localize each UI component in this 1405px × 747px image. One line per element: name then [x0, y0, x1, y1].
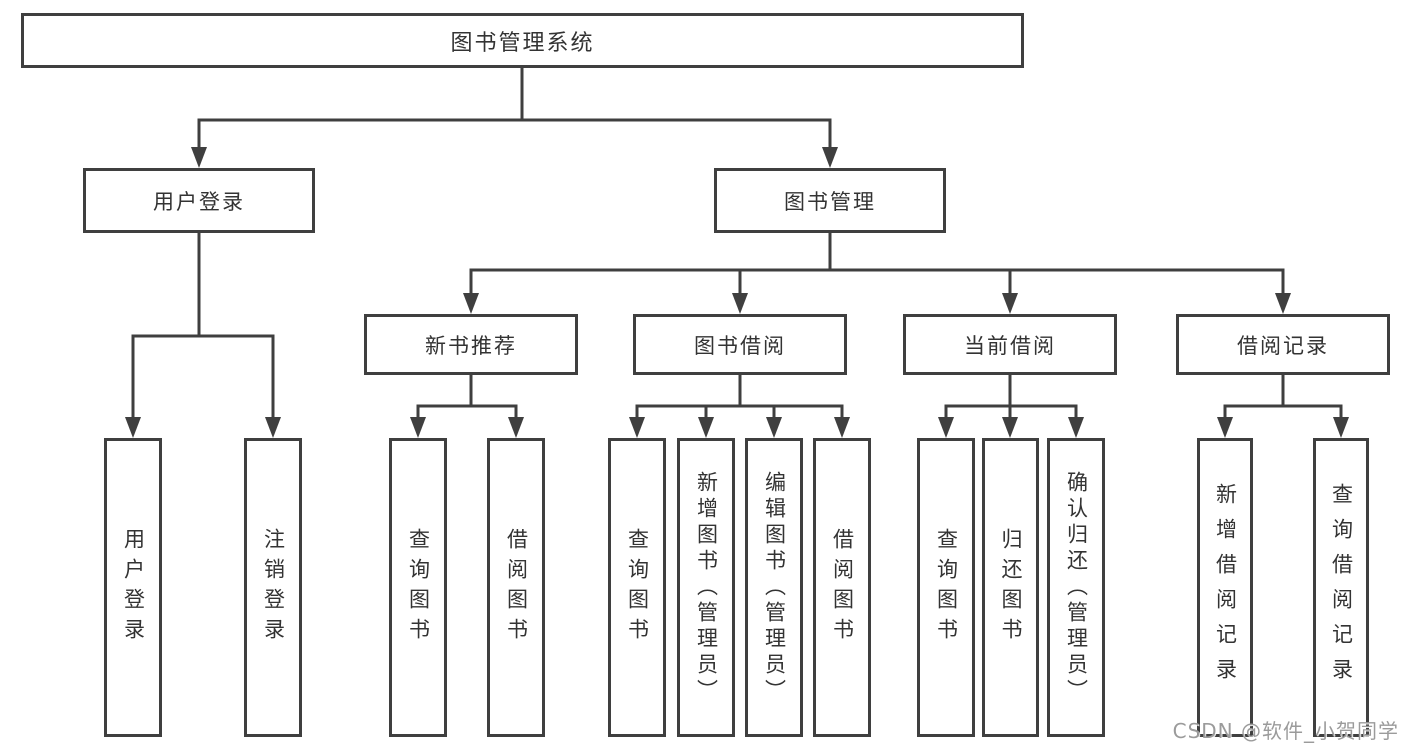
node-current-borrow: 当前借阅: [903, 314, 1117, 375]
node-new-book-recommend-label: 新书推荐: [425, 333, 517, 358]
leaf-borrow-book-recommend: 借阅图书: [487, 438, 545, 737]
leaf-label: 归还图书: [999, 527, 1023, 648]
node-new-book-recommend: 新书推荐: [364, 314, 578, 375]
leaf-add-book-admin: 新增图书（管理员）: [677, 438, 735, 737]
leaf-label: 查询借阅记录: [1329, 482, 1354, 693]
leaf-label: 新增图书（管理员）: [694, 470, 719, 705]
leaf-label: 注销登录: [261, 527, 286, 648]
leaf-query-book-recommend: 查询图书: [389, 438, 447, 737]
node-book-borrow-label: 图书借阅: [694, 333, 786, 358]
connector-level1-split: [197, 118, 832, 151]
connector-user-login-split: [131, 334, 275, 418]
leaf-confirm-return-admin: 确认归还（管理员）: [1047, 438, 1105, 737]
leaf-label: 查询图书: [934, 527, 959, 648]
node-book-management-label: 图书管理: [784, 189, 876, 214]
leaf-query-book-borrow: 查询图书: [608, 438, 666, 737]
leaf-label: 用户登录: [121, 527, 146, 648]
leaf-label: 查询图书: [406, 527, 431, 648]
connector-new-book-split: [416, 375, 518, 419]
leaf-label: 查询图书: [625, 527, 650, 648]
csdn-watermark: CSDN @软件_小贺同学: [1172, 719, 1399, 743]
arrowheads: [125, 147, 1349, 438]
leaf-query-borrow-record: 查询借阅记录: [1313, 438, 1369, 737]
leaf-user-login: 用户登录: [104, 438, 162, 737]
node-current-borrow-label: 当前借阅: [964, 333, 1056, 358]
connector-borrow-record-split: [1223, 375, 1343, 419]
leaf-logout: 注销登录: [244, 438, 302, 737]
node-book-management: 图书管理: [714, 168, 946, 233]
node-root-library-system: 图书管理系统: [21, 13, 1024, 68]
node-borrow-record: 借阅记录: [1176, 314, 1390, 375]
connector-level2-split: [469, 268, 1285, 296]
leaf-return-book: 归还图书: [982, 438, 1039, 737]
connector-current-borrow-split: [944, 375, 1078, 419]
leaf-label: 借阅图书: [830, 527, 855, 648]
node-book-borrow: 图书借阅: [633, 314, 847, 375]
leaf-borrow-book: 借阅图书: [813, 438, 871, 737]
leaf-label: 确认归还（管理员）: [1064, 470, 1089, 705]
connector-book-borrow-split: [635, 375, 844, 419]
node-borrow-record-label: 借阅记录: [1237, 333, 1329, 358]
leaf-label: 借阅图书: [504, 527, 529, 648]
leaf-label: 编辑图书（管理员）: [762, 470, 787, 705]
node-user-login: 用户登录: [83, 168, 315, 233]
leaf-label: 新增借阅记录: [1213, 482, 1238, 693]
leaf-query-book-current: 查询图书: [917, 438, 975, 737]
leaf-add-borrow-record: 新增借阅记录: [1197, 438, 1253, 737]
leaf-edit-book-admin: 编辑图书（管理员）: [745, 438, 803, 737]
node-root-label: 图书管理系统: [450, 30, 595, 56]
node-user-login-label: 用户登录: [153, 189, 245, 214]
